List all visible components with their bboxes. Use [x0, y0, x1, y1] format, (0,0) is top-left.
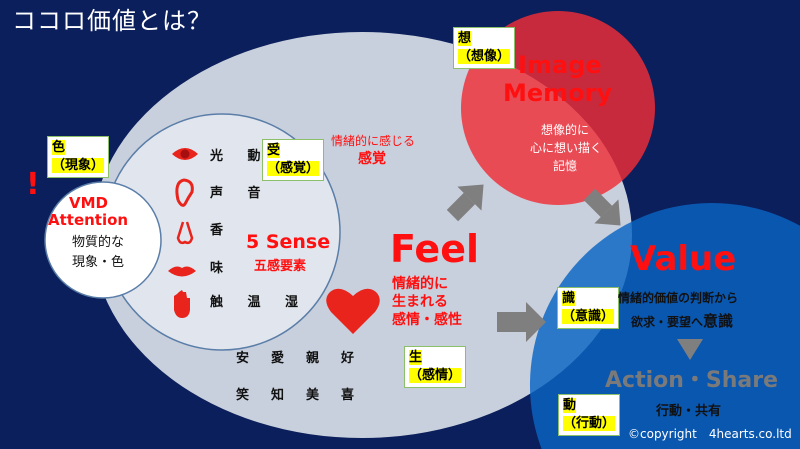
value-circle — [529, 202, 800, 449]
sense-smell: 香 — [210, 223, 234, 238]
image-desc-1: 想像的に — [541, 123, 590, 137]
feel-desc-2: 生まれる — [392, 294, 448, 310]
page-title: ココロ価値とは？ — [12, 7, 212, 35]
copyright: ©copyright 4hearts.co.ltd — [628, 427, 792, 441]
nose-icon — [176, 221, 194, 245]
label-sei: 生（感情） — [404, 346, 467, 388]
ear-icon — [175, 178, 194, 207]
label-uke: 受（感覚） — [262, 139, 325, 181]
sense-hearing: 声 音 — [210, 186, 271, 201]
lips-icon — [168, 266, 196, 277]
hand-icon — [174, 290, 190, 318]
vmd-circle — [44, 181, 162, 299]
action-share-sub: 行動・共有 — [656, 404, 722, 419]
label-dou: 動（行動） — [558, 394, 621, 436]
value-title: Value — [630, 239, 737, 279]
five-sense-title: 5 Sense — [246, 231, 331, 253]
label-sou: 想（想像） — [453, 27, 516, 69]
image-title: Image — [518, 51, 602, 79]
vmd-desc-2: 現象・色 — [72, 255, 125, 270]
triangle-down-icon — [677, 339, 703, 360]
attention-title: Attention — [48, 211, 129, 229]
memory-title: Memory — [503, 79, 613, 107]
feel-title: Feel — [390, 227, 479, 271]
vmd-desc-1: 物質的な — [72, 235, 125, 250]
image-desc-3: 記憶 — [553, 159, 578, 173]
label-shiki: 識（意識） — [557, 287, 620, 329]
sense-sight: 光 動 — [210, 149, 271, 164]
feel-desc-3: 感情・感性 — [392, 312, 462, 328]
eye-icon — [172, 148, 198, 160]
arrow-up-right-icon — [446, 184, 484, 222]
sense-touch: 触 温 湿 — [210, 295, 309, 310]
arrow-right-icon — [497, 302, 546, 342]
action-share-title: Action・Share — [605, 368, 779, 393]
feel-desc-1: 情緒的に — [392, 276, 448, 292]
kankaku-title: 感覚 — [358, 151, 386, 167]
exclamation-mark: ! — [26, 167, 40, 202]
kankaku-desc: 情緒的に感じる — [331, 134, 416, 148]
value-desc-1: 情緒的価値の判断から — [618, 291, 739, 305]
heart-icon — [326, 288, 380, 334]
image-desc-2: 心に想い描く — [530, 141, 603, 155]
emotion-row-1: 安愛親好 — [236, 351, 355, 366]
label-iro: 色（現象） — [47, 136, 110, 178]
five-sense-sub: 五感要素 — [254, 259, 307, 274]
vmd-title: VMD — [69, 194, 108, 212]
arrow-down-right-icon — [583, 188, 621, 226]
value-desc-2: 欲求・要望へ意識 — [631, 312, 734, 330]
sense-taste: 味 — [210, 261, 234, 276]
emotion-row-2: 笑知美喜 — [236, 388, 355, 403]
